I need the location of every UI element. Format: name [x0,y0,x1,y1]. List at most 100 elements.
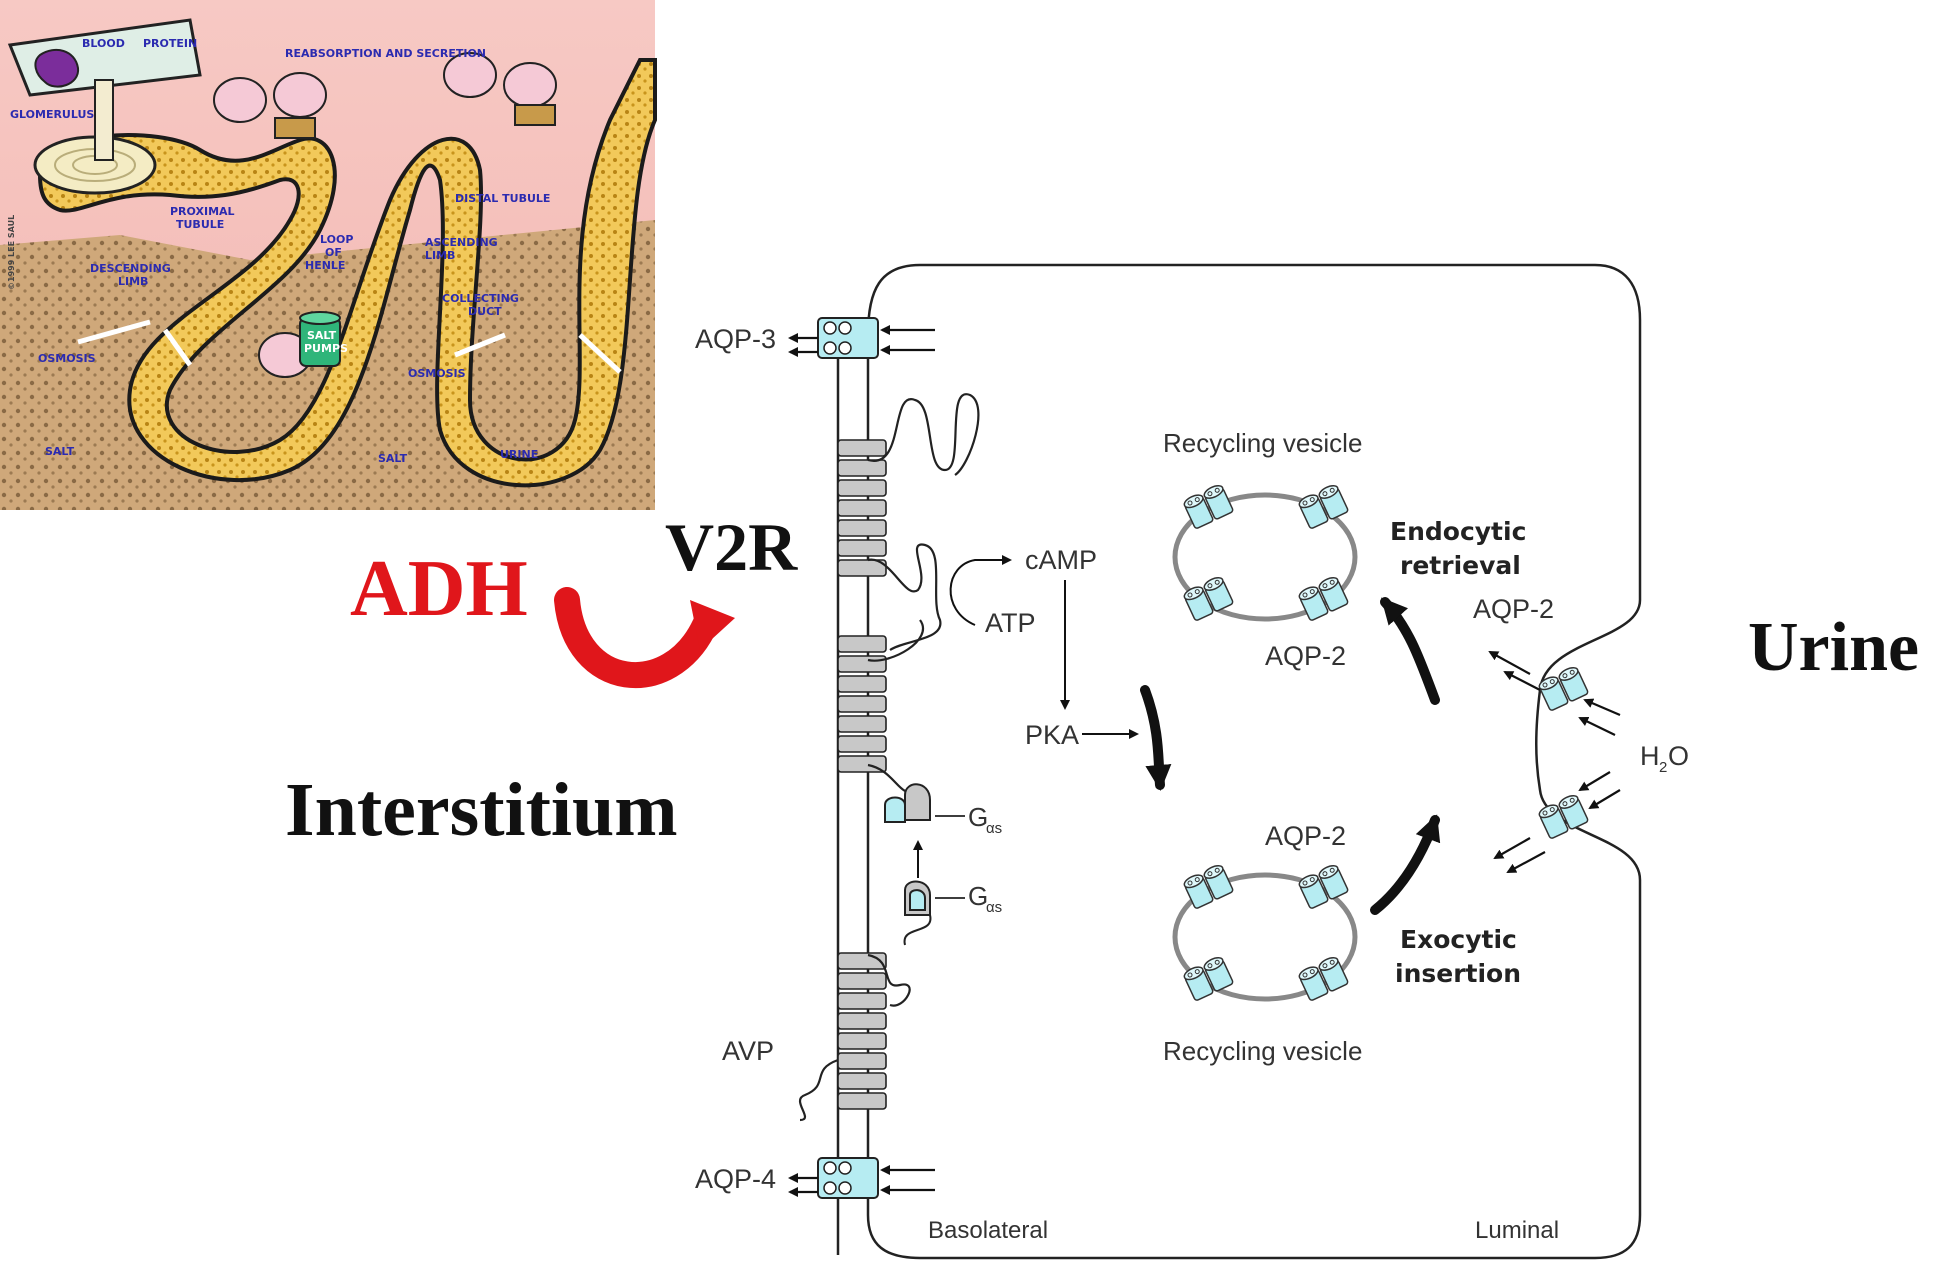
svg-text:REABSORPTION AND SECRETION: REABSORPTION AND SECRETION [285,47,486,60]
exocytic-label-2: insertion [1395,959,1521,988]
svg-text:COLLECTING: COLLECTING [442,292,519,305]
receptor-loops [798,393,980,1122]
v2r-helices [837,439,887,1110]
svg-text:LIMB: LIMB [118,275,148,288]
cell-outline [866,263,1642,1260]
svg-text:PROXIMAL: PROXIMAL [170,205,235,218]
endocytic-label-1: Endocytic [1390,517,1526,546]
recycling-vesicle-bottom-label: Recycling vesicle [1163,1036,1362,1066]
recycling-vesicle-bottom [1172,872,1358,1002]
aqp3-channel [817,317,879,359]
luminal-aqp2-upper [1537,665,1588,711]
worker-figures [213,52,557,378]
helix-segment [837,695,887,713]
adh-binding-arrow [554,587,735,688]
aqp2-bottom-label: AQP-2 [1265,821,1346,851]
helix-segment [837,459,887,477]
endocytic-label-2: retrieval [1400,551,1521,580]
aqp2-luminal-label: AQP-2 [1473,594,1554,624]
g-protein-active [884,783,931,823]
svg-text:DUCT: DUCT [468,305,502,318]
principal-cell [836,263,1642,1260]
helix-segment [837,1092,887,1110]
svg-text:©1999 LEE SAUL: ©1999 LEE SAUL [7,215,16,290]
nephron-cartoon: BLOOD PROTEIN REABSORPTION AND SECRETION… [0,0,657,510]
svg-text:SALT: SALT [307,329,337,342]
svg-text:DESCENDING: DESCENDING [90,262,171,275]
interstitium-label: Interstitium [285,768,678,852]
h2o-label: H 2 O [1640,741,1689,776]
g-alpha-sub-2: αs [986,899,1002,916]
helix-segment [837,655,887,673]
svg-text:BLOOD: BLOOD [82,37,125,50]
helix-segment [837,479,887,497]
helix-segment [837,735,887,753]
avp-label: AVP [722,1036,774,1066]
v2r-label: V2R [665,509,798,585]
salt-pumps-icon [299,311,341,367]
svg-text:OSMOSIS: OSMOSIS [408,367,466,380]
g-alpha-label-1: G [968,802,988,832]
helix-segment [837,972,887,990]
svg-text:OSMOSIS: OSMOSIS [38,352,96,365]
helix-segment [837,539,887,557]
helix-segment [837,635,887,653]
svg-text:LOOP: LOOP [320,233,353,246]
g-alpha-label-2: G [968,881,988,911]
svg-text:GLOMERULUS: GLOMERULUS [10,108,94,121]
recycling-vesicle-top [1172,492,1358,622]
h2o-flow-arrows [1488,651,1621,873]
helix-segment [837,992,887,1010]
g-protein-inactive [903,880,932,946]
atp-label: ATP [985,608,1036,638]
urine-label: Urine [1748,609,1919,686]
aqp2-top-label: AQP-2 [1265,641,1346,671]
svg-text:SALT: SALT [378,452,408,465]
helix-segment [837,1052,887,1070]
tubule-path [37,58,657,488]
svg-text:PUMPS: PUMPS [304,342,348,355]
svg-text:O: O [1668,741,1689,771]
exocytic-label-1: Exocytic [1400,925,1517,954]
aqp3-label: AQP-3 [695,324,776,354]
luminal-label: Luminal [1475,1217,1559,1244]
aqp4-water-arrows [788,1165,935,1197]
svg-text:URINE: URINE [500,448,538,461]
cartoon-labels: BLOOD PROTEIN REABSORPTION AND SECRETION… [7,37,550,465]
svg-text:H: H [1640,741,1660,771]
basolateral-label: Basolateral [928,1217,1048,1244]
adh-label: ADH [350,545,528,633]
helix-segment [837,755,887,773]
helix-segment [837,519,887,537]
helix-segment [837,439,887,457]
svg-text:TUBULE: TUBULE [176,218,224,231]
camp-cycle [949,555,1139,739]
svg-text:SALT: SALT [45,445,75,458]
recycling-vesicle-top-label: Recycling vesicle [1163,428,1362,458]
aqp3-water-arrows [788,325,935,357]
svg-text:2: 2 [1659,759,1667,776]
svg-text:OF: OF [325,246,342,259]
svg-text:ASCENDING: ASCENDING [425,236,498,249]
g-alpha-sub-1: αs [986,820,1002,837]
luminal-aqp2-lower [1537,793,1588,839]
pka-label: PKA [1025,720,1079,750]
svg-text:HENLE: HENLE [305,259,345,272]
helix-segment [837,715,887,733]
helix-segment [837,1072,887,1090]
aqp4-label: AQP-4 [695,1164,776,1194]
helix-segment [837,1012,887,1030]
helix-segment [837,499,887,517]
helix-segment [837,1032,887,1050]
svg-text:PROTEIN: PROTEIN [143,37,197,50]
aqp4-channel [817,1157,879,1199]
svg-text:LIMB: LIMB [425,249,455,262]
svg-text:DISTAL TUBULE: DISTAL TUBULE [455,192,550,205]
helix-segment [837,675,887,693]
trafficking-arrows [1140,597,1441,915]
camp-label: cAMP [1025,545,1097,575]
helix-segment [837,559,887,577]
aqp2-tetramers [1182,483,1348,1001]
osmosis-arrows [77,319,622,374]
